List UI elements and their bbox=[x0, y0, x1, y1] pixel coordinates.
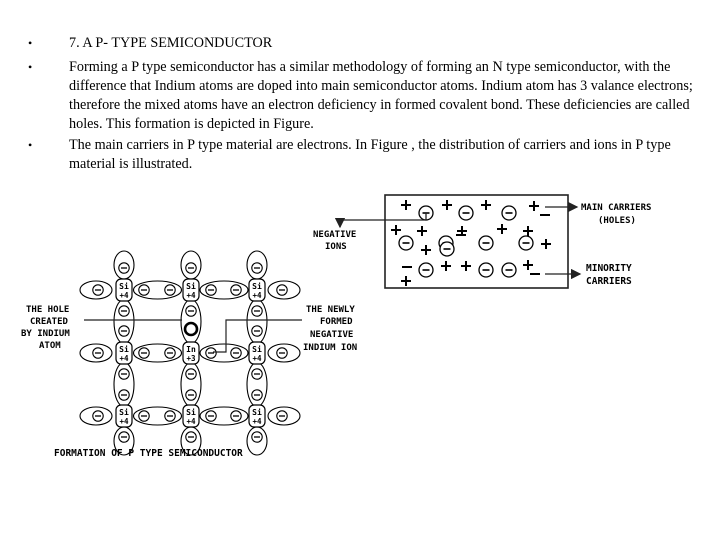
atom-symbol: Si bbox=[186, 281, 196, 291]
bullet-icon: • bbox=[28, 138, 33, 152]
bullet-list: • 7. A P- TYPE SEMICONDUCTOR • Forming a… bbox=[28, 34, 698, 174]
p-type-lattice-diagram: Si+4Si+4Si+4Si+4In+3Si+4Si+4Si+4Si+4 THE… bbox=[21, 250, 357, 459]
ion-label-line1: THE NEWLY bbox=[306, 305, 355, 315]
carrier-distribution-diagram: MAIN CARRIERS (HOLES) NEGATIVE IONS MINO… bbox=[313, 194, 651, 289]
atom-symbol: Si bbox=[252, 407, 262, 417]
covalent-bond bbox=[199, 406, 249, 426]
covalent-bond bbox=[267, 406, 301, 426]
covalent-bond bbox=[199, 280, 249, 300]
silicon-atom bbox=[182, 278, 200, 302]
atom-charge: +4 bbox=[186, 417, 196, 426]
carrier-symbols bbox=[391, 200, 551, 286]
atom-charge: +4 bbox=[252, 291, 262, 300]
covalent-bond bbox=[132, 280, 183, 300]
paragraph-text: The main carriers in P type material are… bbox=[69, 137, 671, 172]
hole-label-line4: ATOM bbox=[39, 341, 61, 351]
covalent-bond bbox=[79, 343, 113, 363]
bullet-icon: • bbox=[28, 36, 33, 50]
bullet-item-paragraph: • Forming a P type semiconductor has a s… bbox=[28, 58, 698, 134]
silicon-atom bbox=[115, 278, 133, 302]
bullet-item-paragraph: • The main carriers in P type material a… bbox=[28, 136, 698, 174]
atom-charge: +4 bbox=[119, 291, 129, 300]
minority-carriers-label: MINORITY bbox=[586, 263, 632, 274]
atom-symbol: Si bbox=[119, 407, 129, 417]
atom-symbol: Si bbox=[119, 281, 129, 291]
hole-label-line2: CREATED bbox=[30, 317, 69, 327]
silicon-atom bbox=[248, 404, 266, 428]
hole-label-line1: THE HOLE bbox=[26, 305, 69, 315]
ion-label-line3: NEGATIVE bbox=[310, 330, 353, 340]
silicon-atom bbox=[115, 404, 133, 428]
p-material-box bbox=[384, 194, 569, 289]
atom-symbol: In bbox=[186, 345, 196, 354]
negative-ions-arrow bbox=[334, 213, 427, 229]
covalent-bond bbox=[267, 280, 301, 300]
atom-symbol: Si bbox=[252, 344, 262, 354]
lattice-caption: FORMATION OF P TYPE SEMICONDUCTOR bbox=[54, 448, 243, 459]
covalent-bond bbox=[267, 343, 301, 363]
silicon-atom bbox=[248, 341, 266, 365]
bullet-item-heading: • 7. A P- TYPE SEMICONDUCTOR bbox=[28, 34, 698, 53]
hole-icon bbox=[183, 321, 199, 337]
minority-carriers-sublabel: CARRIERS bbox=[586, 276, 632, 287]
indium-atom bbox=[182, 341, 200, 365]
covalent-bond bbox=[132, 343, 183, 363]
main-carriers-label: MAIN CARRIERS bbox=[581, 203, 651, 213]
atom-symbol: Si bbox=[252, 281, 262, 291]
main-carriers-sublabel: (HOLES) bbox=[598, 216, 636, 226]
atom-charge: +4 bbox=[186, 291, 196, 300]
covalent-bond bbox=[79, 280, 113, 300]
negative-ions-sublabel: IONS bbox=[325, 242, 347, 252]
paragraph-text: Forming a P type semiconductor has a sim… bbox=[69, 59, 693, 132]
covalent-bond bbox=[132, 406, 183, 426]
silicon-atom bbox=[248, 278, 266, 302]
atom-symbol: Si bbox=[119, 344, 129, 354]
silicon-atom bbox=[182, 404, 200, 428]
ion-label-line2: FORMED bbox=[320, 317, 353, 327]
atom-symbol: Si bbox=[186, 407, 196, 417]
atom-charge: +4 bbox=[119, 417, 129, 426]
bullet-icon: • bbox=[28, 60, 33, 74]
atom-charge: +4 bbox=[252, 354, 262, 363]
silicon-atom bbox=[115, 341, 133, 365]
ion-label-line4: INDIUM ION bbox=[303, 343, 357, 353]
negative-ions-label: NEGATIVE bbox=[313, 230, 356, 240]
covalent-bond bbox=[199, 343, 249, 363]
hole-label-line3: BY INDIUM bbox=[21, 329, 70, 339]
lattice-bonds: Si+4Si+4Si+4Si+4In+3Si+4Si+4Si+4Si+4 bbox=[79, 250, 301, 456]
atom-charge: +3 bbox=[186, 354, 196, 363]
covalent-bond bbox=[79, 406, 113, 426]
atom-charge: +4 bbox=[252, 417, 262, 426]
ion-pointer-line bbox=[213, 319, 302, 353]
heading-text: 7. A P- TYPE SEMICONDUCTOR bbox=[69, 35, 273, 51]
atom-charge: +4 bbox=[119, 354, 129, 363]
